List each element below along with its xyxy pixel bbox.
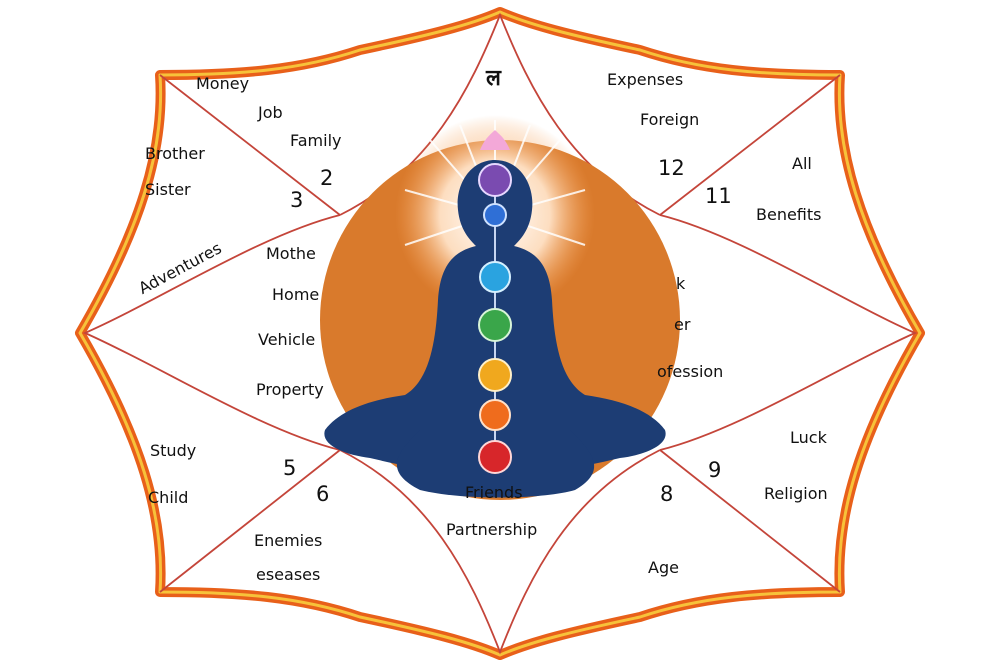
house-3-label-sister: Sister [145, 180, 191, 199]
house-11-label-all: All [792, 154, 812, 173]
house-12-label-foreign: Foreign [640, 110, 700, 129]
chakra-column [478, 163, 512, 474]
house-9-label-religion: Religion [764, 484, 828, 503]
chakra-icon-throat [479, 261, 511, 293]
house-11-label-benefits: Benefits [756, 205, 822, 224]
house-10-label-work: k [676, 274, 686, 293]
house-8-label-age: Age [648, 558, 679, 577]
house-7-label-partnership: Partnership [446, 520, 538, 539]
house-6-number: 6 [316, 482, 330, 506]
lotus-icon [480, 130, 510, 150]
house-6-label-diseases: eseases [256, 565, 321, 584]
house-2-number: 2 [320, 166, 334, 190]
house-10-label-profession: ofession [657, 362, 724, 381]
chakra-icon-sacral [479, 399, 511, 431]
house-4-label-vehicle: Vehicle [258, 330, 316, 349]
chakra-icon-solar [478, 358, 512, 392]
house-1-glyph: ल [486, 66, 501, 91]
line-top-right [659, 74, 841, 216]
petal-left [82, 214, 341, 451]
house-10-label-career: er [674, 315, 691, 334]
line-bottom-right [659, 449, 841, 593]
house-5-number: 5 [283, 456, 297, 480]
house-8-number: 8 [660, 482, 674, 506]
house-6-label-enemies: Enemies [254, 531, 323, 550]
line-bottom-left [159, 449, 341, 593]
petal-right [659, 214, 918, 451]
petal-bottom [339, 449, 661, 655]
house-12-label-expenses: Expenses [607, 70, 684, 89]
house-9-label-luck: Luck [790, 428, 827, 447]
chakra-icon-heart [478, 308, 512, 342]
house-4-label-property: Property [256, 380, 324, 399]
house-3-number: 3 [290, 188, 304, 212]
house-5-label-child: Child [148, 488, 189, 507]
house-2-label-money: Money [196, 74, 250, 93]
house-2-label-job: Job [258, 103, 283, 122]
house-4-label-mother: Mothe [266, 244, 316, 263]
house-3-label-brother: Brother [145, 144, 205, 163]
house-11-number: 11 [705, 184, 732, 208]
house-5-label-study: Study [150, 441, 197, 460]
house-9-number: 9 [708, 458, 722, 482]
house-4-label-home: Home [272, 285, 320, 304]
chakra-icon-third-eye [483, 203, 507, 227]
chakra-icon-root [478, 440, 512, 474]
house-2-label-family: Family [290, 131, 342, 150]
house-12-number: 12 [658, 156, 685, 180]
chakra-icon-crown [478, 163, 512, 197]
line-top-left [159, 74, 341, 216]
house-7-label-friends: Friends [465, 483, 523, 502]
